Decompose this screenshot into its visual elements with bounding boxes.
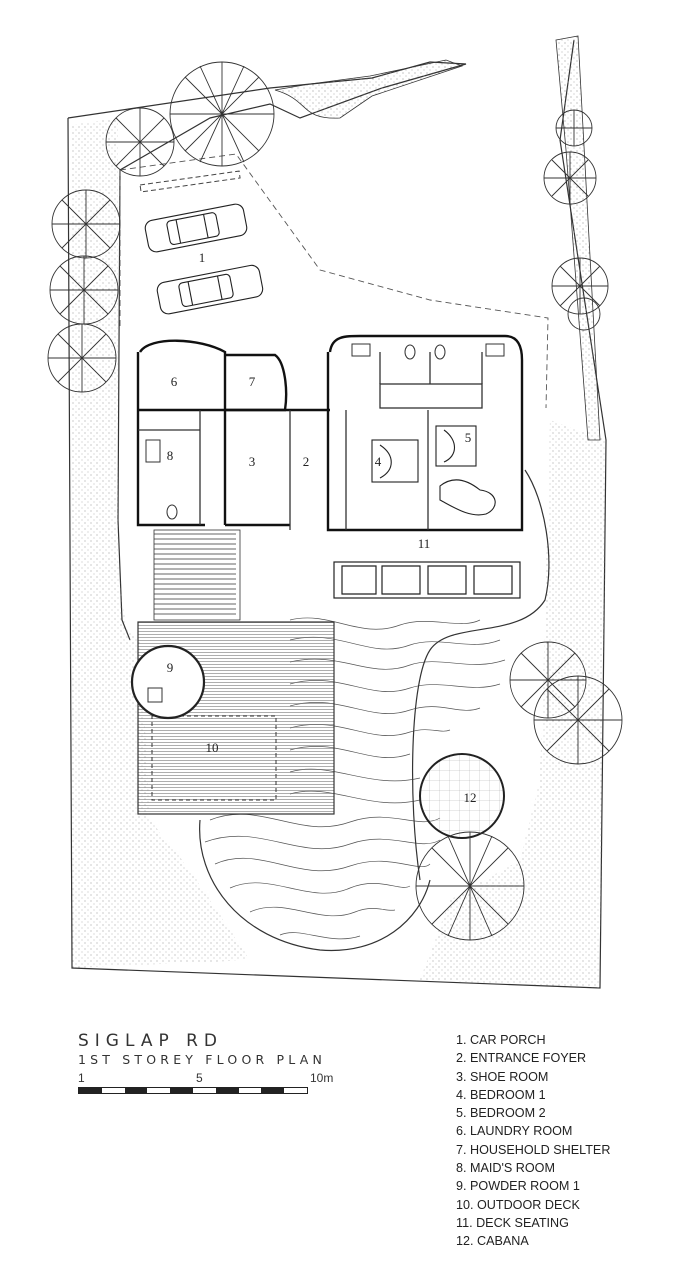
legend-item: 8. MAID'S ROOM [456,1161,555,1176]
room-label: 5 [465,430,472,445]
deck-inner-frame [151,715,277,801]
deck-seating [333,561,521,599]
room-labels: 1 2 3 4 5 6 7 8 9 10 11 12 [167,250,477,805]
top-driveway-curve [274,59,464,119]
room-label: 10 [206,740,219,755]
legend-item: 3. SHOE ROOM [456,1069,549,1084]
legend-item: 11. DECK SEATING [456,1215,569,1230]
room-label: 1 [199,250,206,265]
parking-marks [139,170,241,193]
room-label: 3 [249,454,256,469]
room-label: 7 [249,374,256,389]
plan-subtitle: 1ST STOREY FLOOR PLAN [78,1052,327,1067]
legend-item: 6. LAUNDRY ROOM [456,1124,573,1139]
tree-icon [47,323,117,393]
scale-label-mid: 5 [196,1071,203,1085]
legend-item: 2. ENTRANCE FOYER [456,1051,587,1066]
bed-icon [371,425,496,516]
room-label: 4 [375,454,382,469]
legend-item: 10. OUTDOOR DECK [456,1197,580,1212]
legend-item: 5. BEDROOM 2 [456,1106,546,1121]
landscape-stipple [72,118,250,968]
floor-plan: 1 2 3 4 5 6 7 8 9 10 11 12 [47,35,623,989]
legend-item: 9. POWDER ROOM 1 [456,1179,580,1194]
house-walls [136,334,524,532]
landscape-stipple [420,420,606,988]
plan-title: SIGLAP RD [78,1031,224,1051]
tree-icon [543,109,609,331]
tree-icon [169,61,275,167]
scale-label-start: 1 [78,1071,85,1085]
room-label: 6 [171,374,178,389]
room-label: 2 [303,454,310,469]
tree-icon [415,831,525,941]
room-label: 11 [418,536,431,551]
room-label: 8 [167,448,174,463]
powder-room [130,644,206,720]
car-porch-outline [119,153,549,409]
tree-icon [509,641,623,765]
room-label: 9 [167,660,174,675]
interior-walls [138,352,483,530]
car-icon [144,203,248,253]
tree-icon [105,107,175,177]
legend-item: 1. CAR PORCH [456,1033,546,1047]
tree-icon [49,255,119,325]
room-label: 12 [464,790,477,805]
room-legend: 1. CAR PORCH 2. ENTRANCE FOYER 3. SHOE R… [456,1031,610,1251]
toilet-fixture [147,687,163,703]
legend-item: 7. HOUSEHOLD SHELTER [456,1142,611,1157]
scale-bar [78,1087,308,1094]
right-strip [555,35,601,441]
tree-icon [51,189,121,259]
legend-item: 4. BEDROOM 1 [456,1087,546,1102]
staircase [153,529,241,621]
cabana [419,753,505,839]
sanitary-fixtures [145,343,505,520]
car-icon [156,264,264,315]
scale-label-end: 10m [310,1071,334,1085]
lawn-edge [199,469,550,952]
legend-item: 12. CABANA [456,1234,529,1249]
